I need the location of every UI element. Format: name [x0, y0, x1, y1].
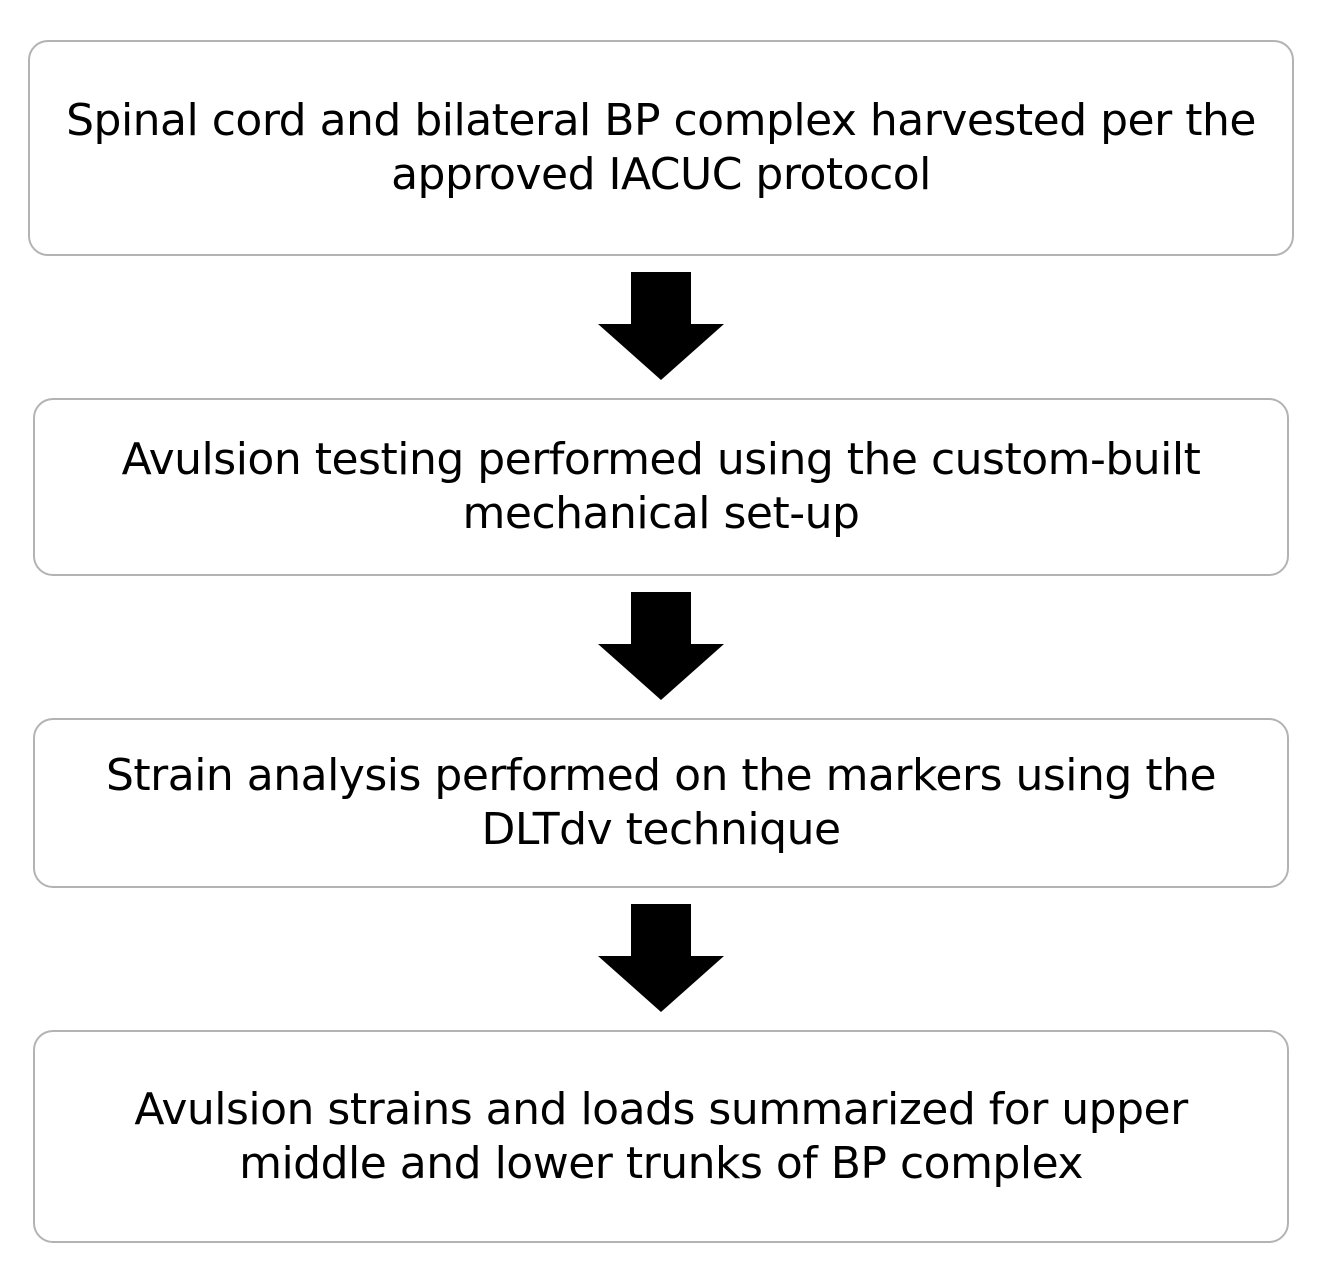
down-arrow-icon	[598, 592, 724, 700]
flow-step-2: Avulsion testing performed using the cus…	[33, 398, 1289, 576]
flow-step-1-text: Spinal cord and bilateral BP complex har…	[66, 95, 1256, 200]
flow-step-2-text: Avulsion testing performed using the cus…	[121, 434, 1201, 539]
down-arrow-icon	[598, 904, 724, 1012]
flow-step-4-text: Avulsion strains and loads summarized fo…	[134, 1083, 1188, 1189]
flow-step-3-text: Strain analysis performed on the markers…	[105, 750, 1217, 855]
flow-step-1: Spinal cord and bilateral BP complex har…	[28, 40, 1294, 256]
flow-step-3: Strain analysis performed on the markers…	[33, 718, 1289, 888]
flow-step-4: Avulsion strains and loads summarized fo…	[33, 1030, 1289, 1243]
down-arrow-icon	[598, 272, 724, 380]
